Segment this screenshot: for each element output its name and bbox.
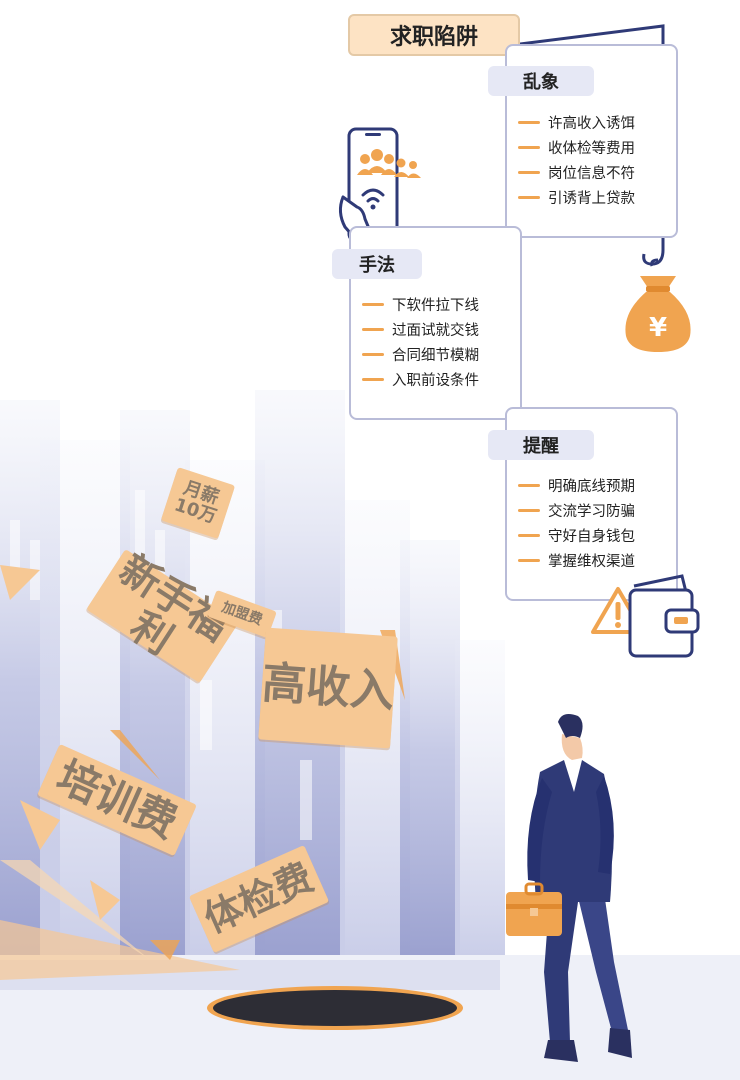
svg-text:¥: ¥ (649, 313, 667, 343)
sign-high-income: 高收入 (258, 627, 398, 749)
chaos-list: 许高收入诱饵 收体检等费用 岗位信息不符 引诱背上贷款 (518, 110, 635, 210)
light-rays (0, 565, 405, 980)
page-title: 求职陷阱 (348, 14, 520, 56)
list-item: 引诱背上贷款 (518, 185, 635, 210)
list-item: 过面试就交钱 (362, 317, 479, 342)
list-item: 下软件拉下线 (362, 292, 479, 317)
wallet-icon (628, 574, 700, 658)
list-item: 许高收入诱饵 (518, 110, 635, 135)
methods-heading: 手法 (332, 249, 422, 279)
list-item: 明确底线预期 (518, 473, 635, 498)
businessman-figure (506, 714, 632, 1062)
chaos-heading: 乱象 (488, 66, 594, 96)
methods-list: 下软件拉下线 过面试就交钱 合同细节模糊 入职前设条件 (362, 292, 479, 392)
list-item: 交流学习防骗 (518, 498, 635, 523)
tips-heading: 提醒 (488, 430, 594, 460)
list-item: 收体检等费用 (518, 135, 635, 160)
tips-list: 明确底线预期 交流学习防骗 守好自身钱包 掌握维权渠道 (518, 473, 635, 573)
list-item: 合同细节模糊 (362, 342, 479, 367)
list-item: 守好自身钱包 (518, 523, 635, 548)
list-item: 入职前设条件 (362, 367, 479, 392)
list-item: 掌握维权渠道 (518, 548, 635, 573)
money-bag-icon: ¥ (625, 258, 691, 352)
list-item: 岗位信息不符 (518, 160, 635, 185)
